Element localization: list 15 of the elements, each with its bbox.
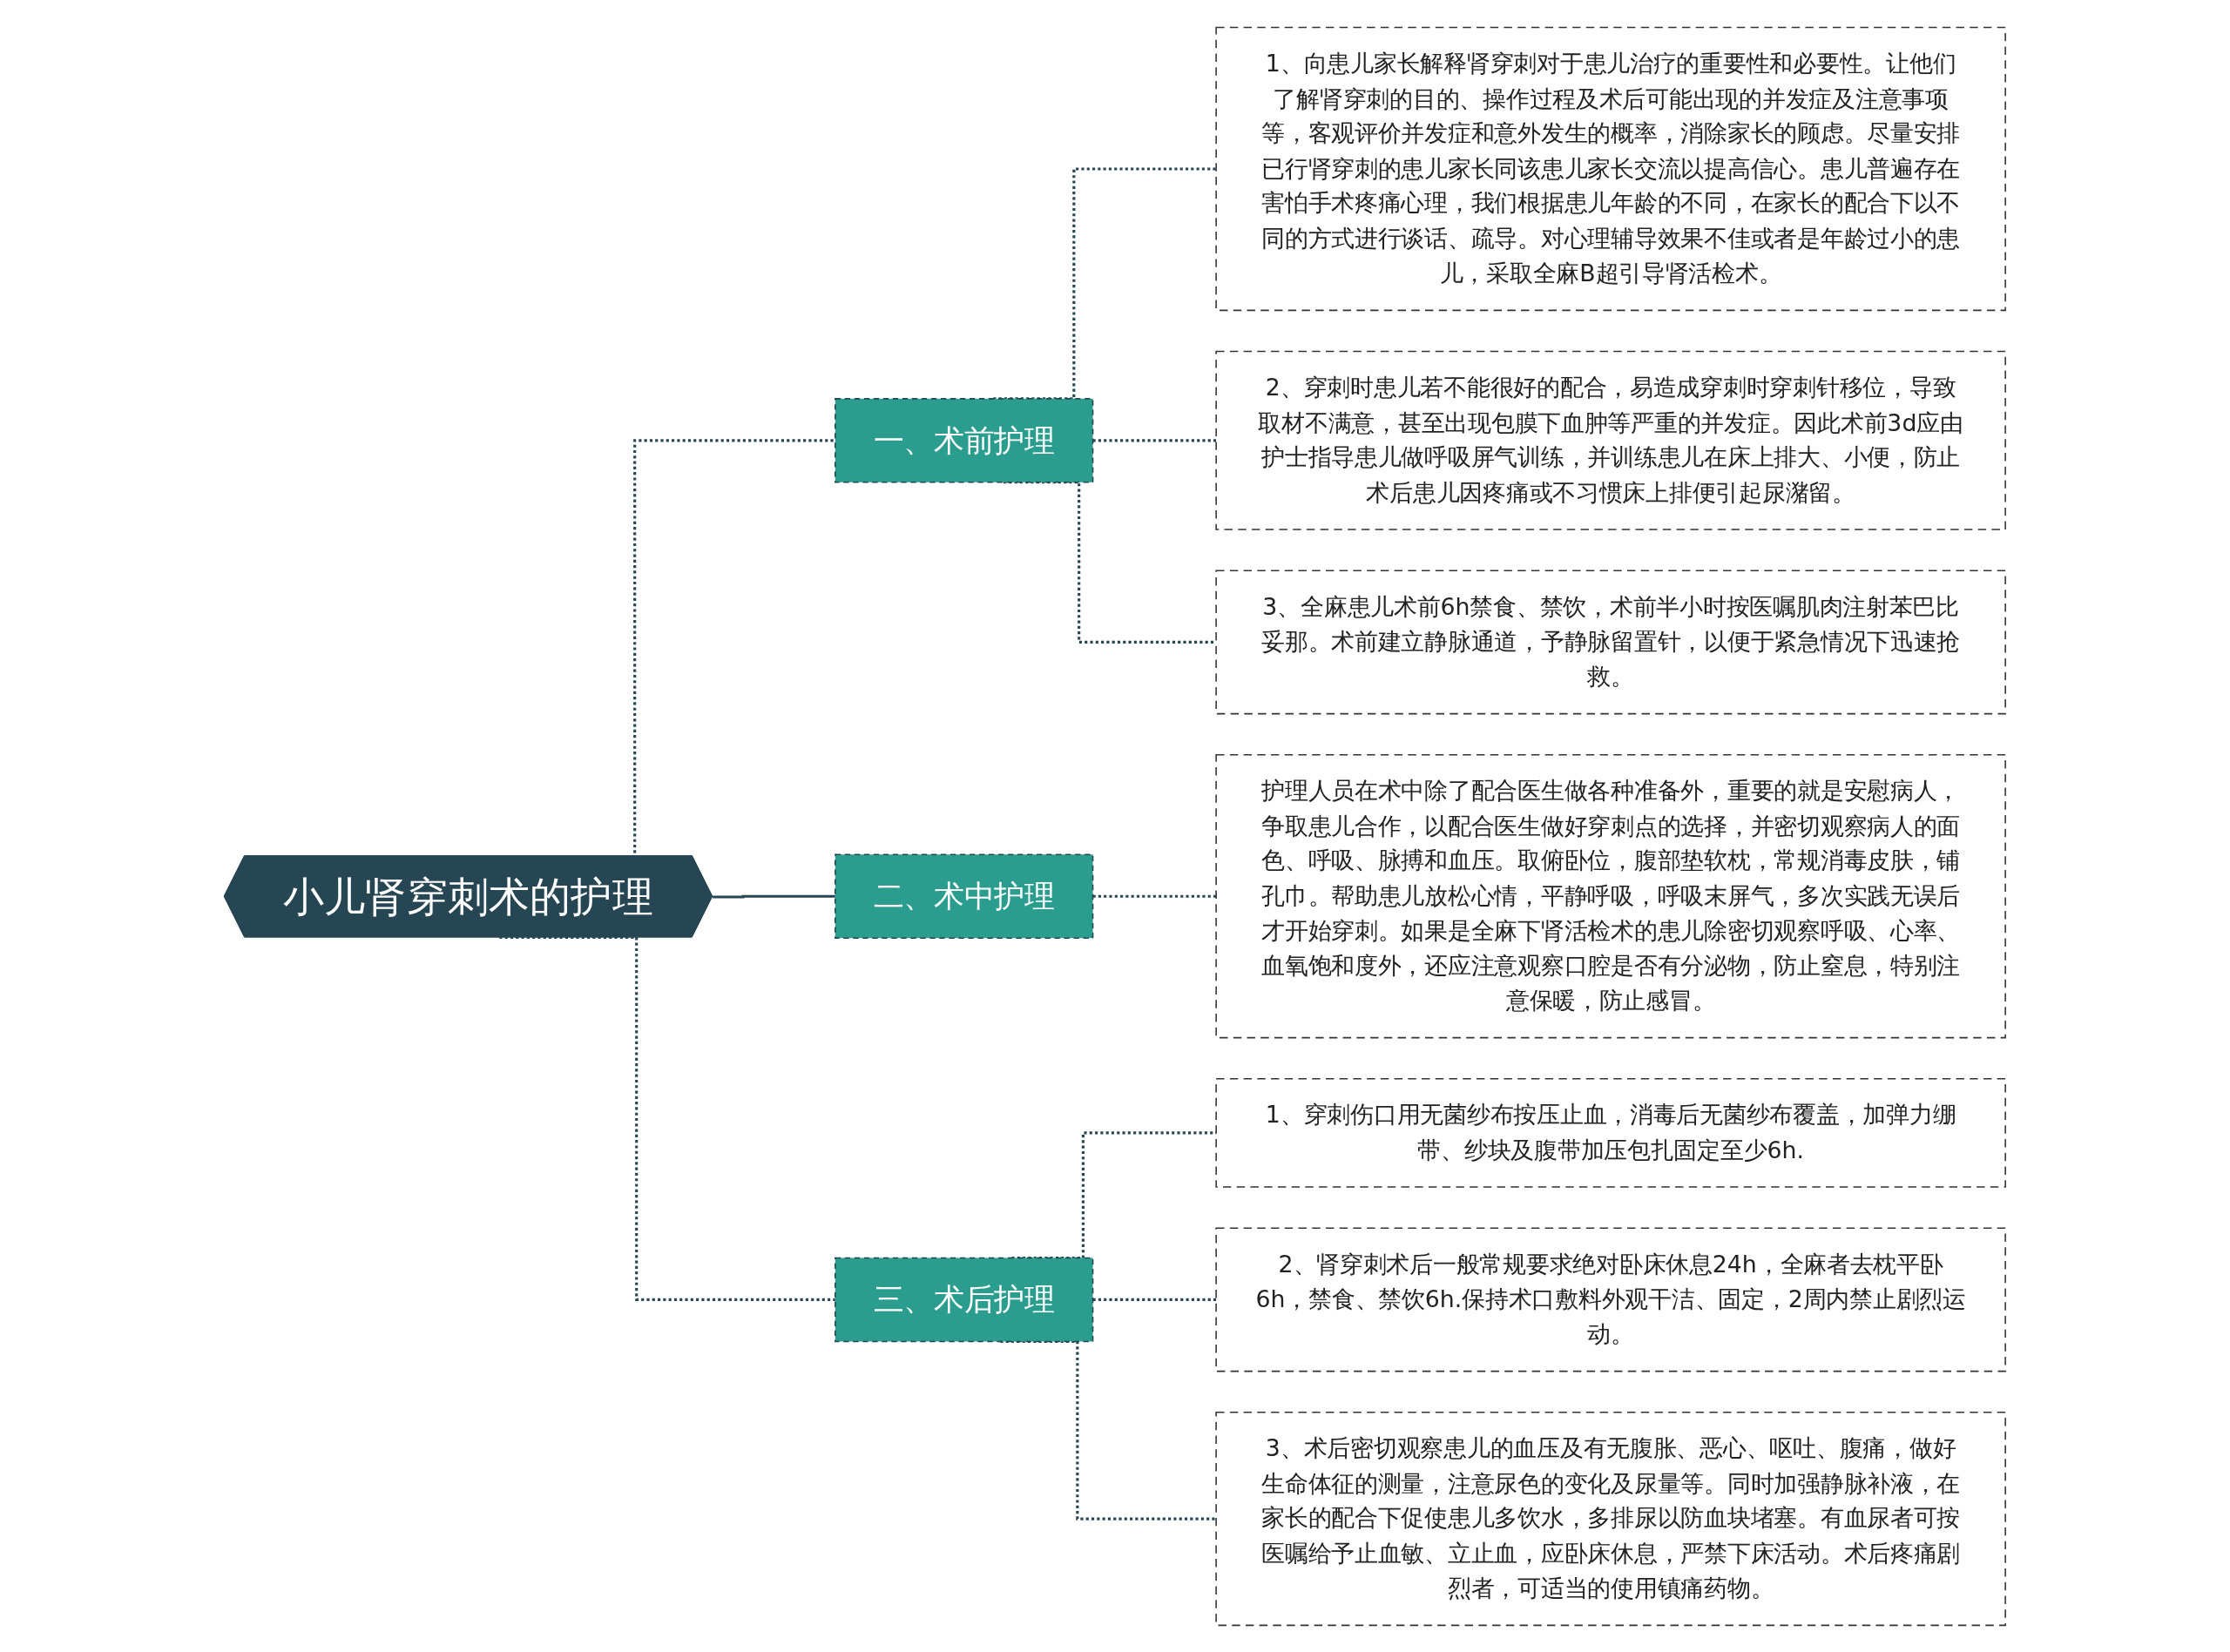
connector [1092, 894, 1217, 898]
node-box: 2、穿刺时患儿若不能很好的配合，易造成穿刺时穿刺针移位，导致取材不满意，甚至出现包膜下血肿等严重的并发症。因此术前3d应由护士指导患儿做呼吸屏气训练，并训练患儿在床上排大、小便，防止术后患儿因疼痛或不习惯床上排便引起尿潴留。 [1215, 350, 2007, 530]
connector [1000, 1339, 1217, 1521]
node-box: 1、向患儿家长解释肾穿刺对于患儿治疗的重要性和必要性。让他们了解肾穿刺的目的、操作过程及术后可能出现的并发症及注意事项等，客观评价并发症和意外发生的概率，消除家长的顾虑。尽量安排已行肾穿刺的患儿家长同该患儿家长交流以提高信心。患儿普遍存在害怕手术疼痛心理，我们根据患儿年龄的不同，在家长的配合下以不同的方式进行谈话、疏导。对心理辅导效果不佳或者是年龄过小的患儿，采取全麻B超引导肾活检术。 [1215, 26, 2007, 311]
node-box: 3、术后密切观察患儿的血压及有无腹胀、恶心、呕吐、腹痛，做好生命体征的测量，注意尿色的变化及尿量等。同时加强静脉补液，在家长的配合下促使患儿多饮水，多排尿以防血块堵塞。有血尿者可按医嘱给予止血敏、立止血，应卧床休息，严禁下床活动。术后疼痛剧烈者，可适当的使用镇痛药物。 [1215, 1411, 2007, 1626]
node-box: 二、术中护理 [835, 853, 1094, 939]
node-box: 护理人员在术中除了配合医生做各种准备外，重要的就是安慰病人，争取患儿合作，以配合医生做好穿刺点的选择，并密切观察病人的面色、呼吸、脉搏和血压。取俯卧位，腹部垫软枕，常规消毒皮肤，铺孔巾。帮助患儿放松心情，平静呼吸，呼吸末屏气，多次实践无误后才开始穿刺。如果是全麻下肾活检术的患儿除密切观察呼吸、心率、血氧饱和度外，还应注意观察口腔是否有分泌物，防止窒息，特别注意保暖，防止感冒。 [1215, 753, 2007, 1038]
connector [713, 894, 835, 899]
node-box: 1、穿刺伤口用无菌纱布按压止血，消毒后无菌纱布覆盖，加弹力绷带、纱块及腹带加压包扎固定至少6h. [1215, 1077, 2007, 1188]
connector [1092, 1298, 1217, 1301]
node-box: 一、术前护理 [835, 397, 1094, 483]
connector [1092, 438, 1217, 442]
node-box: 2、肾穿刺术后一般常规要求绝对卧床休息24h，全麻者去枕平卧6h，禁食、禁饮6h.保持术口敷料外观干洁、固定，2周内禁止剧烈运动。 [1215, 1226, 2007, 1372]
node-box: 3、全麻患儿术前6h禁食、禁饮，术前半小时按医嘱肌肉注射苯巴比妥那。术前建立静脉通道，予静脉留置针，以便于紧急情况下迅速抢救。 [1215, 569, 2007, 714]
node-box: 三、术后护理 [835, 1257, 1094, 1342]
